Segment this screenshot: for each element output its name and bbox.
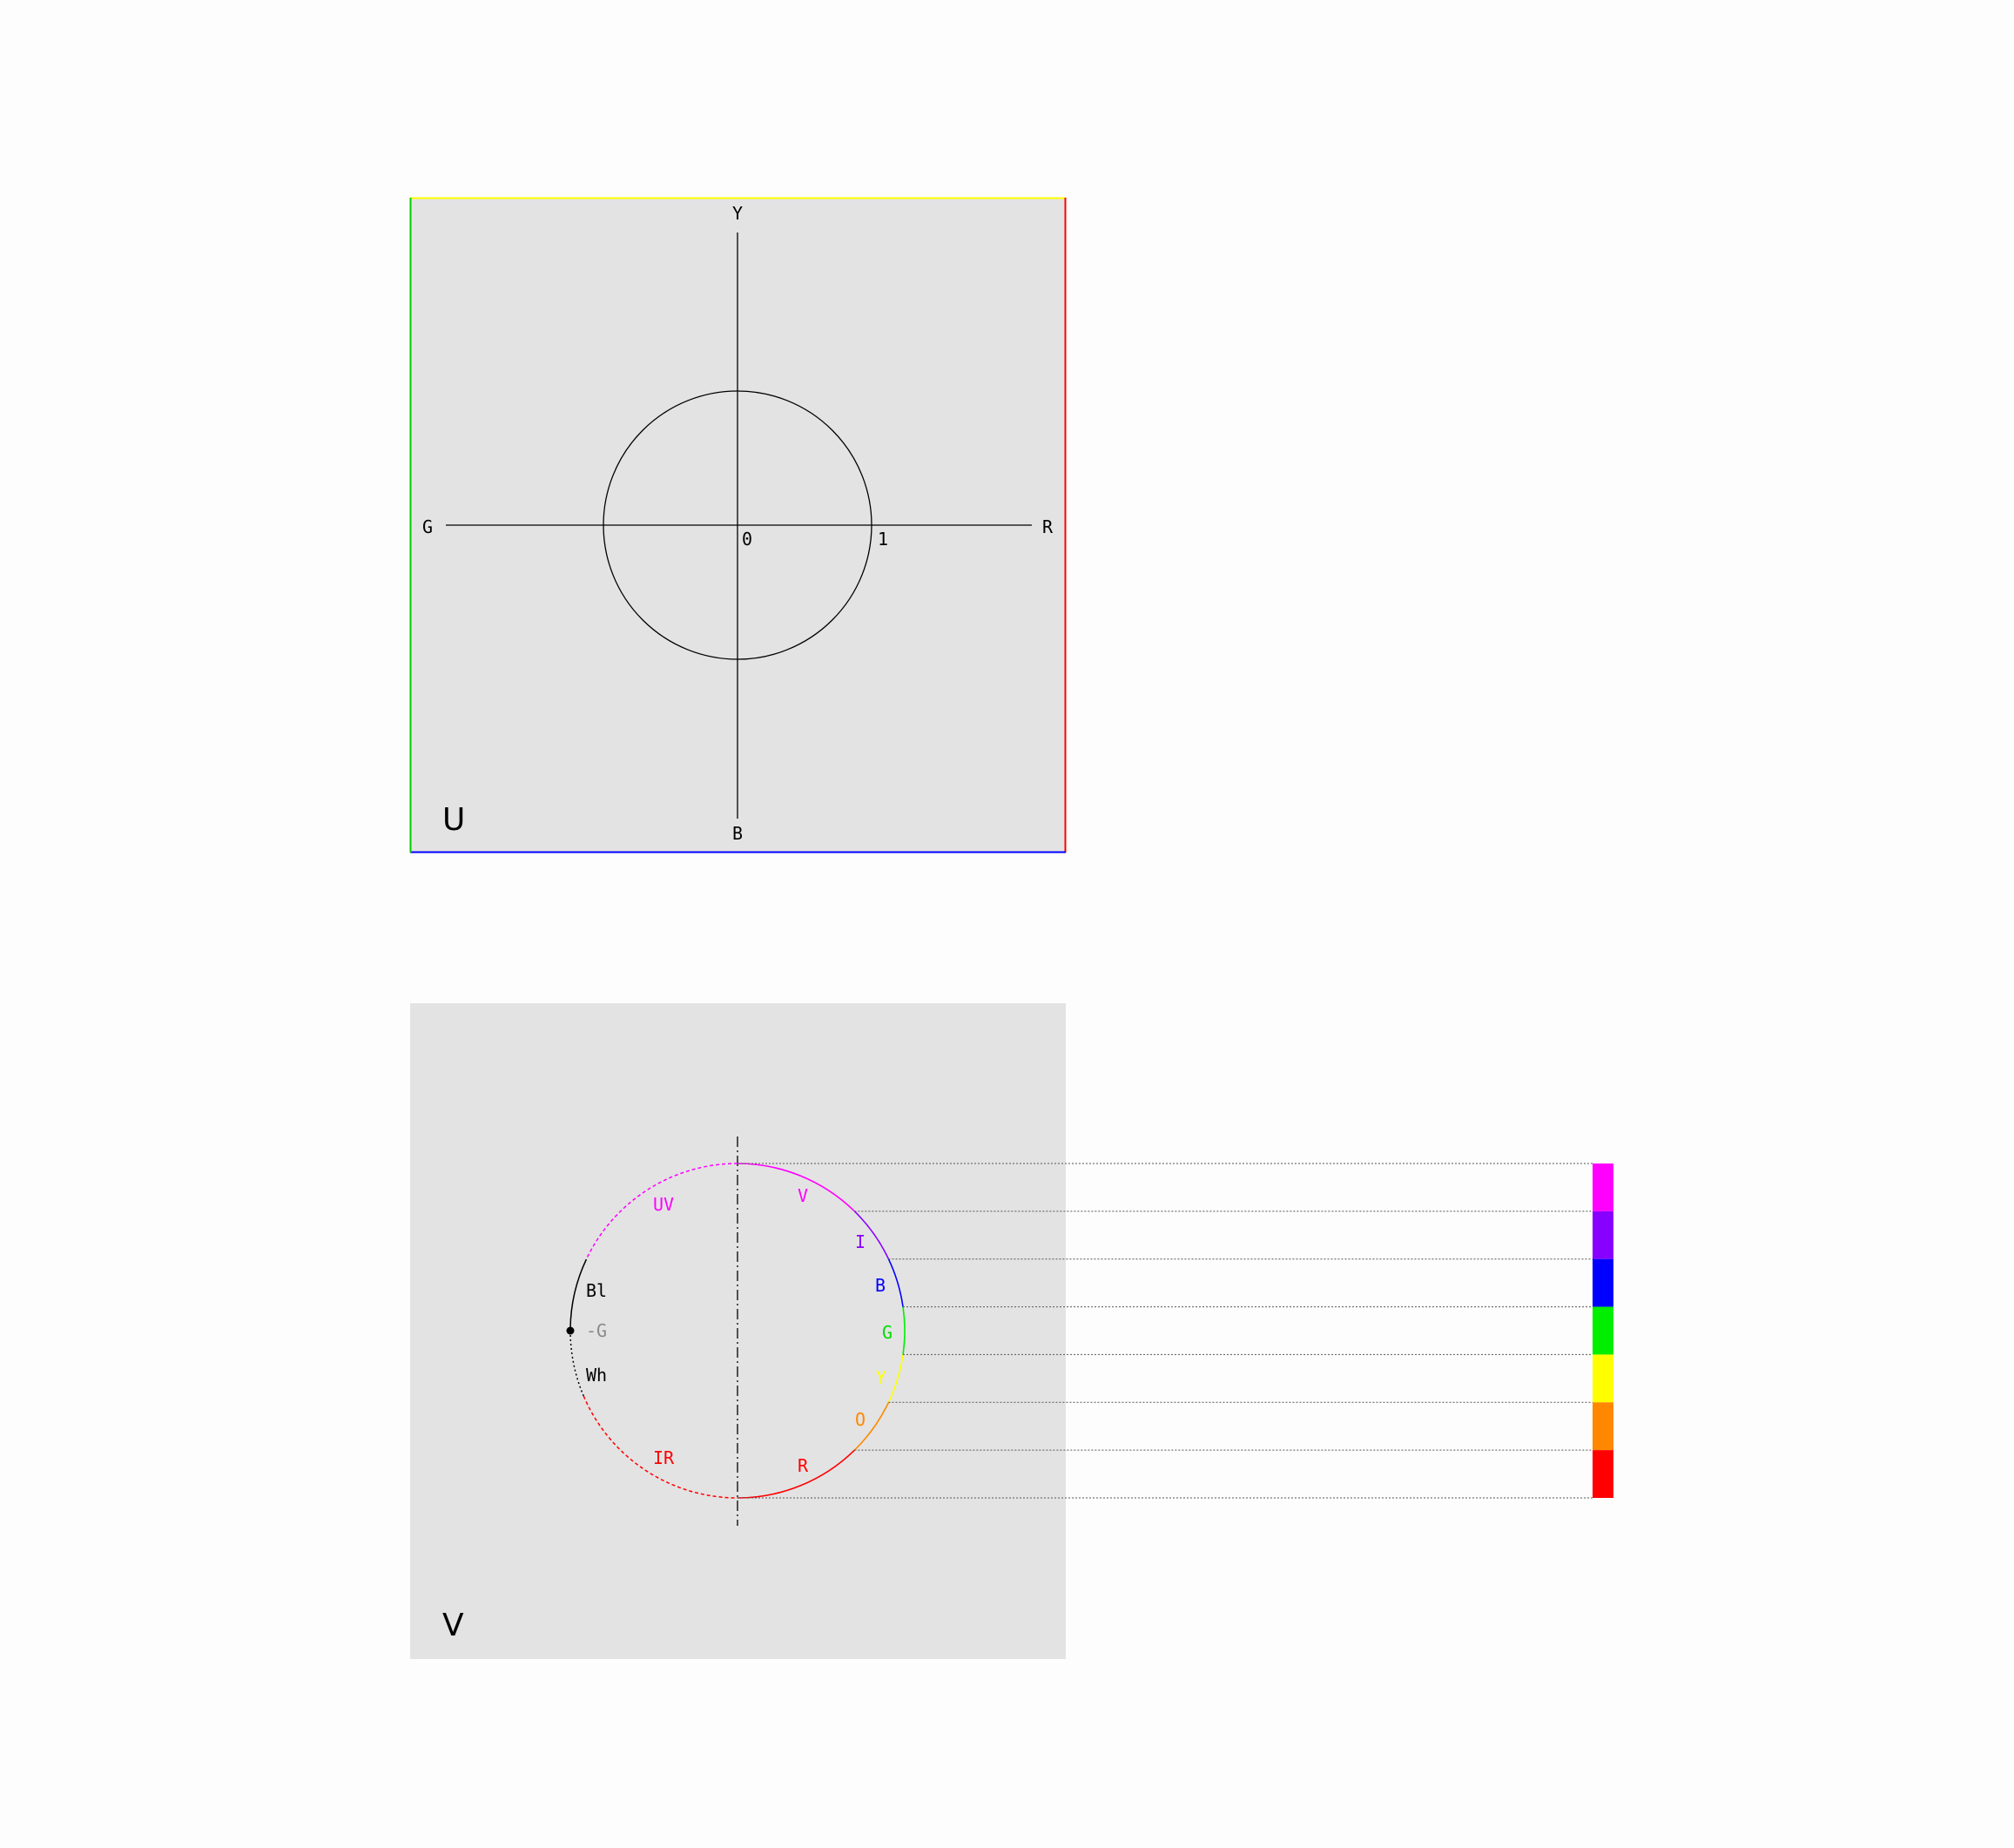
label-o: O: [855, 1409, 866, 1430]
unit-label: 1: [878, 529, 888, 550]
axis-label-b: B: [732, 823, 743, 844]
origin-label: 0: [742, 529, 752, 550]
label-neg-g: -G: [586, 1320, 607, 1341]
white-arc: [569, 1330, 584, 1397]
spectrum-swatch: [1593, 1258, 1613, 1307]
spectrum-swatch: [1593, 1163, 1613, 1211]
spectrum-arc-segment: [887, 1258, 904, 1307]
unit-circle: [603, 390, 872, 660]
left-arcs: [569, 1163, 738, 1499]
label-uv: UV: [653, 1194, 674, 1215]
label-g: G: [882, 1322, 892, 1343]
spectrum-swatch: [1593, 1211, 1613, 1259]
spectrum-arc-segment: [887, 1354, 904, 1403]
uv-arc: [585, 1163, 738, 1260]
spectrum-arc-segment: [853, 1211, 890, 1260]
black-point-marker: [566, 1326, 575, 1335]
label-bl: Bl: [586, 1280, 607, 1301]
black-arc: [569, 1258, 588, 1332]
axis-label-g: G: [422, 516, 433, 537]
panel-v-letter: V: [442, 1608, 464, 1643]
ir-arc: [583, 1395, 738, 1499]
label-wh: Wh: [586, 1365, 607, 1386]
spectrum-swatch: [1593, 1354, 1613, 1403]
spectrum-arc-segment: [853, 1401, 890, 1451]
label-v: V: [798, 1185, 808, 1206]
label-b: B: [875, 1275, 886, 1296]
spectrum-swatch: [1593, 1306, 1613, 1355]
spectrum-swatch: [1593, 1402, 1613, 1451]
panel-u: Y B G R 0 1 U: [409, 197, 1067, 853]
panel-u-letter: U: [442, 802, 465, 838]
spectrum-arcs: [737, 1163, 906, 1499]
leader-lines: [738, 1163, 1593, 1499]
spectrum-arc-segment: [902, 1306, 906, 1355]
spectrum-swatch: [1593, 1450, 1613, 1498]
axis-label-r: R: [1042, 516, 1054, 537]
label-r: R: [798, 1455, 809, 1476]
panel-v: UV Bl -G Wh IR V I B G Y O R V: [410, 1003, 1613, 1659]
axis-label-y: Y: [732, 203, 743, 224]
spectrum-arc-segment: [737, 1163, 855, 1212]
label-y: Y: [876, 1367, 886, 1388]
label-ir: IR: [653, 1447, 675, 1468]
spectrum-swatches: [1593, 1163, 1613, 1498]
label-i: I: [855, 1231, 866, 1252]
spectrum-arc-segment: [737, 1449, 855, 1499]
